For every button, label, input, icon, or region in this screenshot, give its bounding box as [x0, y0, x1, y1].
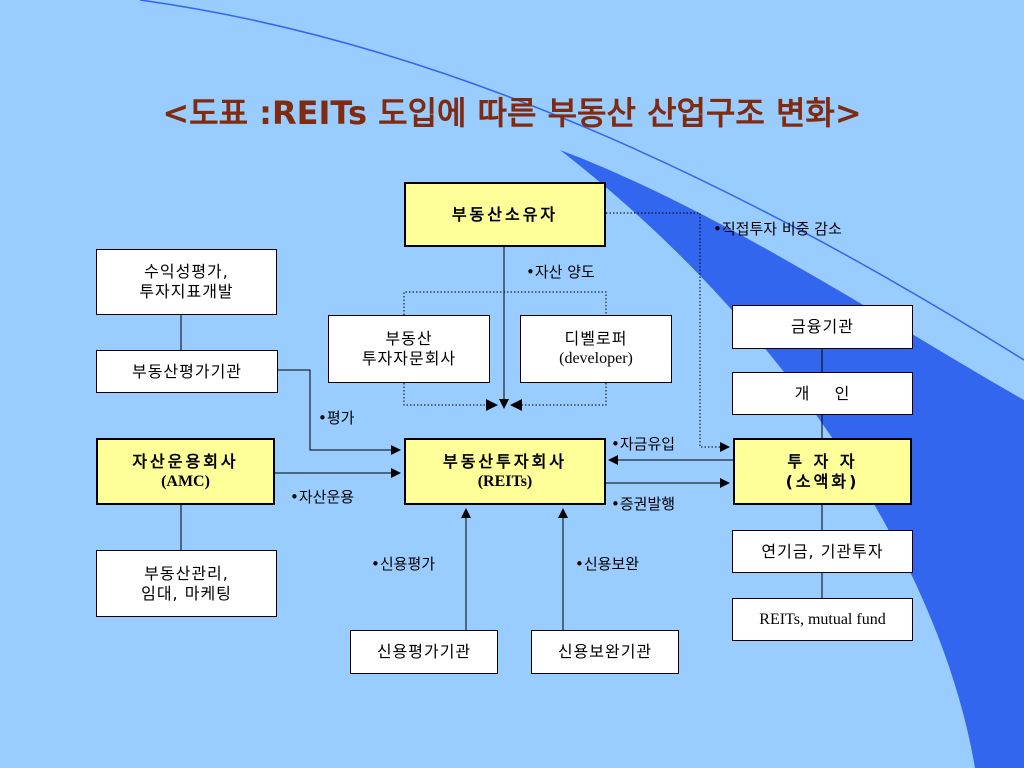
- label-credit-rating: •신용평가: [371, 555, 436, 573]
- box-credit-guarantee-agency: 신용보완기관: [531, 630, 679, 674]
- box-pension-institutional: 연기금, 기관투자: [732, 530, 913, 573]
- box-advisory-company-line-2: 투자자문회사: [361, 349, 457, 368]
- box-investor: 투 자 자 (소액화): [733, 438, 912, 505]
- arrowhead-advisory-to-reits: [486, 399, 498, 411]
- box-property-management-line-2: 임대, 마케팅: [141, 583, 232, 603]
- dotted-advisory-group: [403, 291, 607, 315]
- arrow-agency-to-reits: [278, 369, 401, 455]
- dotted-advisory-group-bottom: [403, 383, 496, 406]
- box-property-owner: 부동산소유자: [404, 182, 606, 247]
- box-reits-company: 부동산투자회사 (REITs): [404, 438, 606, 505]
- box-amc-line-2: (AMC): [161, 472, 210, 490]
- box-investor-line-2: (소액화): [785, 471, 860, 491]
- box-appraisal-agency-text: 부동산평가기관: [131, 361, 243, 381]
- box-property-management: 부동산관리, 임대, 마케팅: [96, 550, 277, 617]
- box-financial-institution-text: 금융기관: [791, 317, 854, 336]
- box-pension-institutional-text: 연기금, 기관투자: [761, 541, 884, 561]
- box-investor-line-1: 투 자 자: [787, 451, 858, 471]
- swoosh-curve: [139, 0, 1024, 361]
- label-fund-inflow: •자금유입: [611, 435, 676, 453]
- box-credit-rating-agency: 신용평가기관: [350, 630, 498, 674]
- box-credit-guarantee-agency-text: 신용보완기관: [557, 642, 653, 661]
- box-property-management-line-1: 부동산관리,: [144, 563, 229, 583]
- dotted-owner-to-investor: [606, 212, 730, 452]
- page-title: <도표 :REITs 도입에 따른 부동산 산업구조 변화>: [162, 94, 862, 132]
- box-reits-mutual-fund-text: REITs, mutual fund: [759, 610, 886, 628]
- label-direct-investment: •직접투자 비중 감소: [713, 220, 842, 238]
- box-developer-line-1: 디벨로퍼: [564, 329, 628, 348]
- dotted-developer-group-bottom: [514, 383, 607, 406]
- box-appraisal-task-line-2: 투자지표개발: [139, 282, 234, 301]
- label-credit-guarantee: •신용보완: [575, 555, 640, 573]
- box-property-owner-text: 부동산소유자: [451, 204, 559, 224]
- box-amc: 자산운용회사 (AMC): [96, 438, 275, 505]
- box-appraisal-task: 수익성평가, 투자지표개발: [96, 249, 277, 315]
- box-individual: 개 인: [732, 372, 913, 415]
- arrowhead-developer-to-reits: [510, 399, 522, 411]
- box-reits-company-line-1: 부동산투자회사: [442, 451, 568, 471]
- box-reits-company-line-2: (REITs): [477, 472, 533, 490]
- box-reits-mutual-fund: REITs, mutual fund: [732, 598, 913, 641]
- box-individual-text: 개 인: [794, 383, 851, 403]
- label-asset-management: •자산운용: [290, 488, 355, 506]
- box-amc-line-1: 자산운용회사: [132, 451, 239, 471]
- box-appraisal-task-line-1: 수익성평가,: [144, 262, 229, 281]
- swoosh-band: [560, 150, 1024, 768]
- label-securities-issue: •증권발행: [611, 495, 676, 513]
- box-advisory-company-line-1: 부동산: [385, 329, 433, 348]
- box-advisory-company: 부동산 투자자문회사: [328, 315, 490, 383]
- box-financial-institution: 금융기관: [732, 305, 913, 349]
- box-appraisal-agency: 부동산평가기관: [96, 350, 278, 393]
- box-credit-rating-agency-text: 신용평가기관: [376, 642, 472, 661]
- box-developer-line-2: (developer): [559, 350, 633, 367]
- label-asset-transfer: •자산 양도: [526, 263, 595, 281]
- box-developer: 디벨로퍼 (developer): [520, 315, 672, 383]
- label-valuation: •평가: [318, 409, 355, 427]
